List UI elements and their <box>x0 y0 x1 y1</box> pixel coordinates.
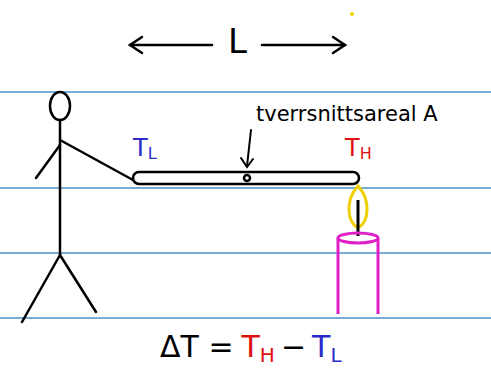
candle <box>338 186 378 314</box>
temperature-symbol: T <box>242 332 260 362</box>
temperature-symbol: T <box>345 136 360 160</box>
paper-lines <box>0 92 491 318</box>
equation-part: ΔT = <box>160 332 234 362</box>
temperature-subscript: L <box>330 345 341 365</box>
temperature-subscript: L <box>148 146 157 162</box>
temperature-subscript: H <box>360 146 372 162</box>
minus-sign: − <box>281 332 306 362</box>
temperature-symbol: T <box>133 136 148 160</box>
length-label: L <box>228 24 247 58</box>
rod <box>133 172 359 184</box>
yellow-dot <box>350 12 354 16</box>
temperature-symbol: T <box>312 332 330 362</box>
temperature-subscript: H <box>260 345 275 365</box>
stick-figure <box>22 92 133 322</box>
area-label: tverrsnittsareal A <box>256 104 438 125</box>
leader-arrow <box>241 130 253 167</box>
